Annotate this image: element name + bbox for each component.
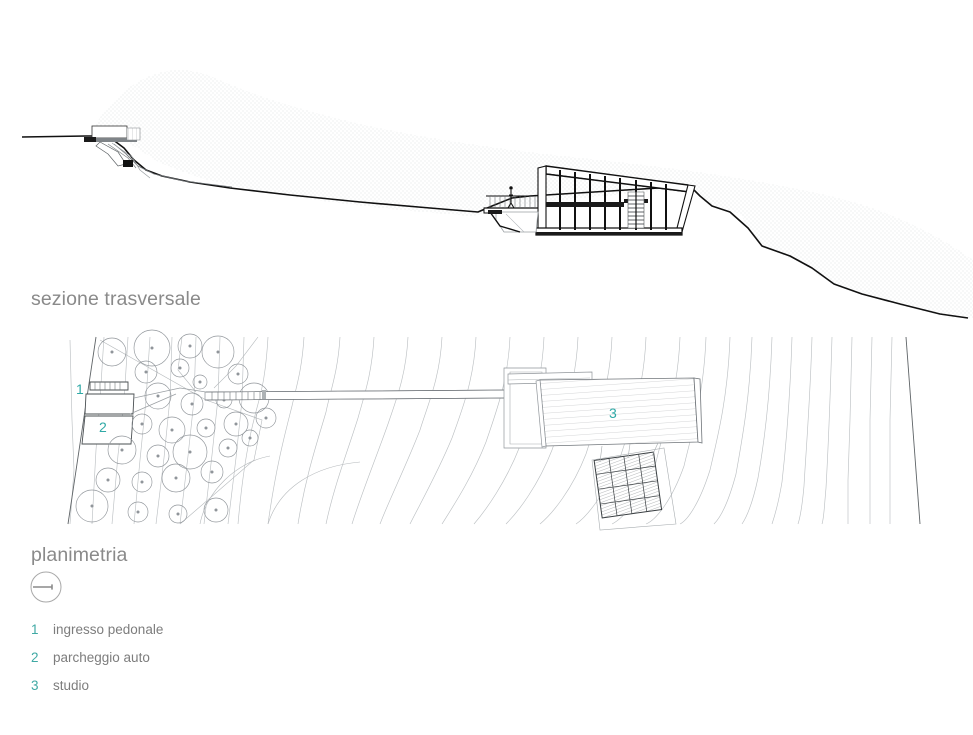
legend-number-2: 2 — [31, 650, 39, 665]
interior-stairs — [627, 191, 645, 229]
studio-building-section — [535, 165, 696, 236]
pedestrian-walkway — [129, 387, 513, 415]
north-arrow-icon — [30, 571, 62, 603]
studio-building-plan — [503, 367, 703, 449]
legend-label-2: parcheggio auto — [53, 650, 150, 665]
plan-label-2: 2 — [99, 419, 107, 435]
lot-lines — [99, 336, 361, 525]
terrace-deck — [483, 195, 539, 233]
legend-item-1: 1 ingresso pedonale — [31, 622, 331, 650]
plan-caption: planimetria — [31, 544, 128, 566]
human-figure — [507, 186, 515, 209]
solar-panel-array — [593, 451, 663, 519]
vegetation-stipple — [22, 70, 973, 318]
legend-number-1: 1 — [31, 622, 39, 637]
tree-canopies — [75, 329, 277, 524]
panel-connection-lines — [591, 442, 677, 531]
topographic-contours — [69, 336, 893, 525]
legend-item-3: 3 studio — [31, 678, 331, 706]
plan-boundary — [67, 336, 921, 525]
legend: 1 ingresso pedonale 2 parcheggio auto 3 … — [31, 622, 331, 706]
legend-number-3: 3 — [31, 678, 39, 693]
legend-label-1: ingresso pedonale — [53, 622, 164, 637]
legend-item-2: 2 parcheggio auto — [31, 650, 331, 678]
plan-label-1: 1 — [76, 381, 84, 397]
section-caption: sezione trasversale — [31, 288, 201, 310]
section-drawing — [21, 70, 973, 319]
legend-label-3: studio — [53, 678, 90, 693]
entrance-and-parking — [81, 381, 135, 445]
terrain-secondary-line — [113, 143, 233, 188]
plan-number-labels: 1 2 3 — [76, 381, 617, 435]
plan-label-3: 3 — [609, 405, 617, 421]
site-plan-drawing: 1 2 3 — [67, 329, 921, 531]
carport-structure — [84, 125, 151, 179]
